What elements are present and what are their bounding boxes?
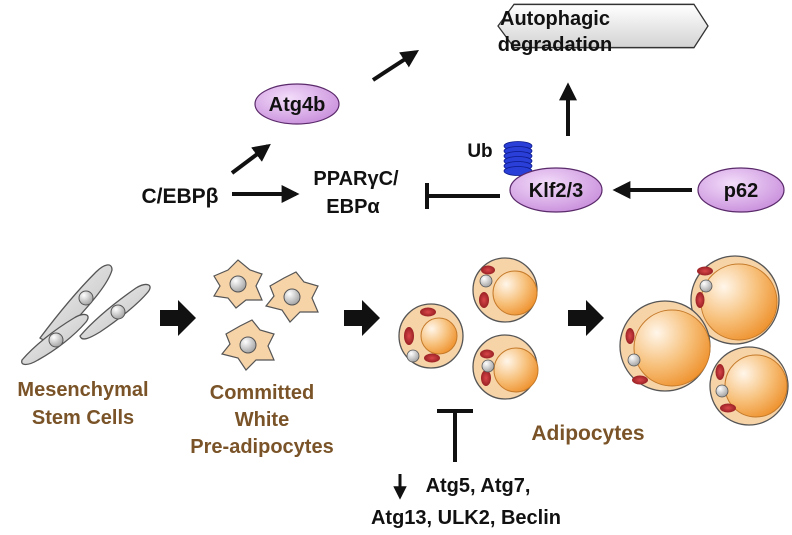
arrow-early-to-mature-adipocytes bbox=[568, 300, 604, 336]
autophagic-label-line1: Autophagic bbox=[500, 8, 610, 30]
ub-label: Ub bbox=[467, 141, 492, 162]
committed-preadipocytes-icon bbox=[213, 259, 319, 371]
ppar-label-line2: EBPα bbox=[326, 196, 380, 218]
atg4b-label: Atg4b bbox=[269, 94, 326, 116]
atg4b-node: Atg4b bbox=[254, 83, 340, 125]
adipocytes-label: Adipocytes bbox=[531, 422, 644, 445]
inhibition-atg-genes bbox=[437, 409, 473, 462]
mesenchymal-stem-cells-icon bbox=[21, 264, 151, 366]
msc-label-line1: Mesenchymal bbox=[17, 379, 148, 401]
committed-label-line1: Committed bbox=[210, 382, 314, 404]
cebpb-label: C/EBPβ bbox=[142, 185, 219, 208]
klf-label: Klf2/3 bbox=[529, 180, 583, 202]
autophagic-degradation-box: Autophagic degradation bbox=[497, 3, 709, 56]
atg-genes-line1: Atg5, Atg7, bbox=[426, 475, 531, 497]
p62-label: p62 bbox=[724, 180, 758, 202]
klf-node: Klf2/3 bbox=[509, 167, 603, 213]
committed-label-line3: Pre-adipocytes bbox=[190, 436, 333, 458]
committed-label-line2: White bbox=[235, 409, 289, 431]
arrow-committed-to-early-adipocytes bbox=[344, 300, 380, 336]
ppar-label-line1: PPARγC/ bbox=[313, 168, 399, 190]
arrow-msc-to-committed bbox=[160, 300, 196, 336]
ubiquitin-chain-icon bbox=[503, 141, 533, 176]
p62-node: p62 bbox=[697, 167, 785, 213]
arrow-atg4b-to-degradation bbox=[371, 50, 420, 82]
inhibition-klf-to-ppar bbox=[425, 183, 500, 209]
msc-label-line2: Stem Cells bbox=[32, 407, 134, 429]
early-adipocytes-icon bbox=[398, 257, 539, 400]
atg-genes-line2: Atg13, ULK2, Beclin bbox=[371, 507, 561, 529]
autophagic-label-line2: degradation bbox=[498, 34, 612, 56]
mature-adipocytes-icon bbox=[619, 255, 789, 426]
arrow-cebpb-to-atg4b bbox=[230, 143, 271, 175]
